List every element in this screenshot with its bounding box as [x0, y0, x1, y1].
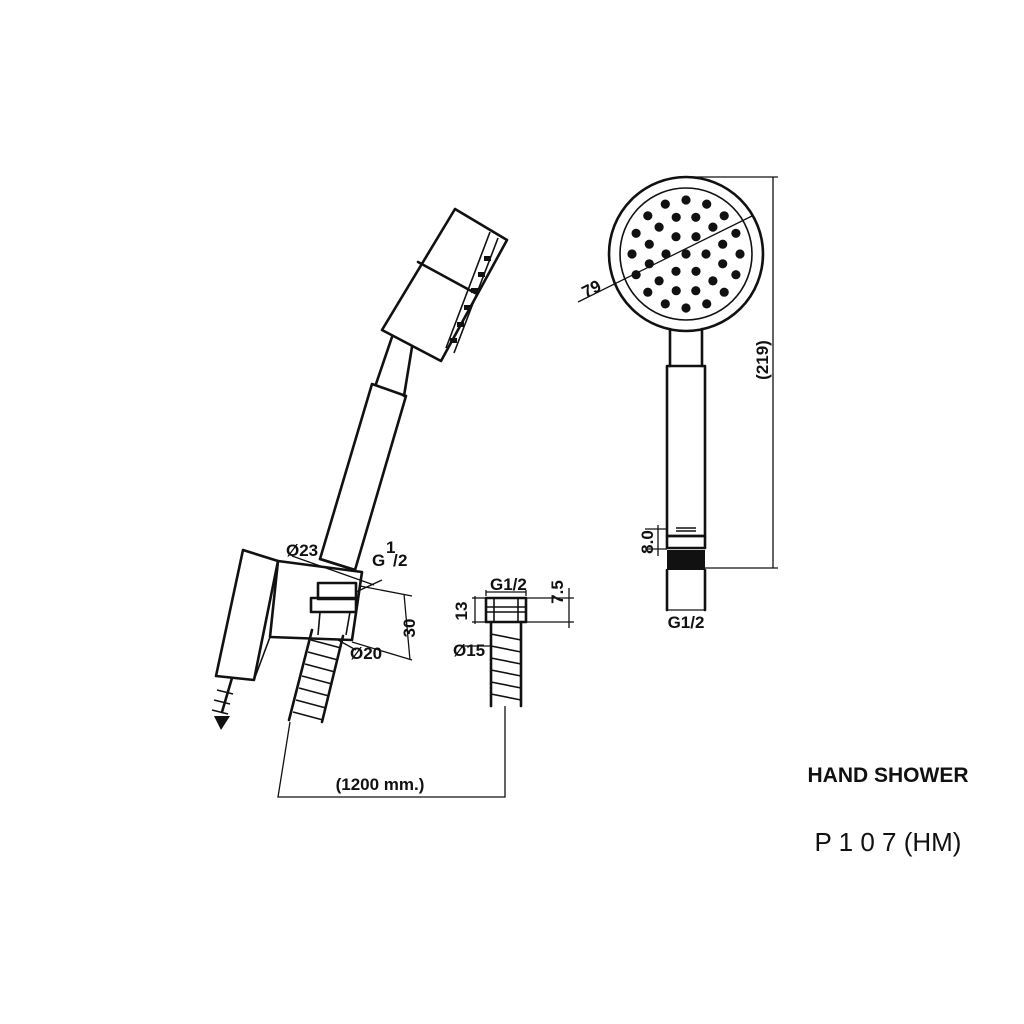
front-head-inner: [619, 187, 753, 321]
nozzle-dot: [671, 266, 681, 276]
side-dimension-lines: [291, 555, 413, 661]
nozzle-dot: [671, 286, 681, 296]
side-thread-num-label: 1: [386, 538, 395, 557]
front-thread-band: [667, 550, 705, 570]
nozzle-dot: [681, 195, 691, 205]
nozzle-dot: [681, 303, 691, 313]
nozzle-dot: [671, 232, 681, 242]
nut-thread-label: G1/2: [490, 575, 527, 594]
nozzle-dot: [660, 299, 670, 309]
nozzle-dot: [661, 249, 671, 259]
head-diameter-label: 79: [579, 276, 604, 302]
side-handle: [318, 335, 414, 572]
collar-height-label: 8.0: [638, 530, 657, 554]
side-hose: [287, 628, 345, 724]
nozzle-dot: [643, 287, 653, 297]
nozzle-dot: [654, 222, 664, 232]
nozzle-dot: [660, 199, 670, 209]
nozzle-dot: [731, 270, 741, 280]
nozzle-dot: [718, 239, 728, 249]
nut-diameter-label: Ø15: [453, 641, 485, 660]
nozzle-dot: [701, 249, 711, 259]
side-thread-prefix-label: G: [372, 551, 385, 570]
side-shower-head: [380, 207, 509, 363]
nozzle-dot: [691, 266, 701, 276]
side-view: Ø23 G 1 / 2 30 Ø20: [211, 207, 509, 730]
nut-length-label: 7.5: [548, 580, 567, 604]
side-wall-bracket: [214, 548, 364, 682]
nozzle-dot: [735, 249, 745, 259]
front-nozzles: [627, 195, 745, 313]
product-name: HAND SHOWER: [808, 764, 969, 787]
nozzle-dot: [643, 211, 653, 221]
side-thread-slash-label: /: [393, 551, 398, 570]
wall-screw: [211, 676, 234, 730]
hose-length-dimension: (1200 mm.): [277, 706, 506, 798]
handle-thread-label: G1/2: [668, 613, 705, 632]
nozzle-dot: [691, 286, 701, 296]
side-thread-den-label: 2: [398, 551, 407, 570]
hose-length-label: (1200 mm.): [336, 775, 425, 794]
nozzle-dot: [708, 222, 718, 232]
nozzle-marks: [450, 256, 491, 343]
nozzle-dot: [702, 199, 712, 209]
side-diameter-bottom-label: Ø20: [350, 644, 382, 663]
nozzle-dot: [731, 228, 741, 238]
product-code: P 1 0 7 (HM): [815, 827, 962, 857]
total-length-label: (219): [753, 340, 772, 380]
nozzle-dot: [681, 249, 691, 259]
nut-detail: G1/2 7.5 13 Ø15: [452, 575, 574, 708]
nozzle-dot: [644, 239, 654, 249]
nozzle-dot: [631, 228, 641, 238]
nozzle-dot: [691, 232, 701, 242]
nozzle-dot: [708, 276, 718, 286]
front-handle-body: [665, 364, 707, 538]
nozzle-dot: [671, 212, 681, 222]
nozzle-dot: [654, 276, 664, 286]
side-height-label: 30: [400, 619, 419, 638]
nozzle-dot: [627, 249, 637, 259]
side-diameter-top-label: Ø23: [286, 541, 318, 560]
nut-height-label: 13: [452, 602, 471, 621]
nozzle-dot: [718, 259, 728, 269]
front-handle-collar: [665, 534, 707, 550]
nozzle-dot: [691, 212, 701, 222]
nozzle-dot: [719, 211, 729, 221]
nozzle-dot: [702, 299, 712, 309]
front-view: 79 8.0 G1/2 (219): [577, 175, 778, 632]
nozzle-dot: [719, 287, 729, 297]
